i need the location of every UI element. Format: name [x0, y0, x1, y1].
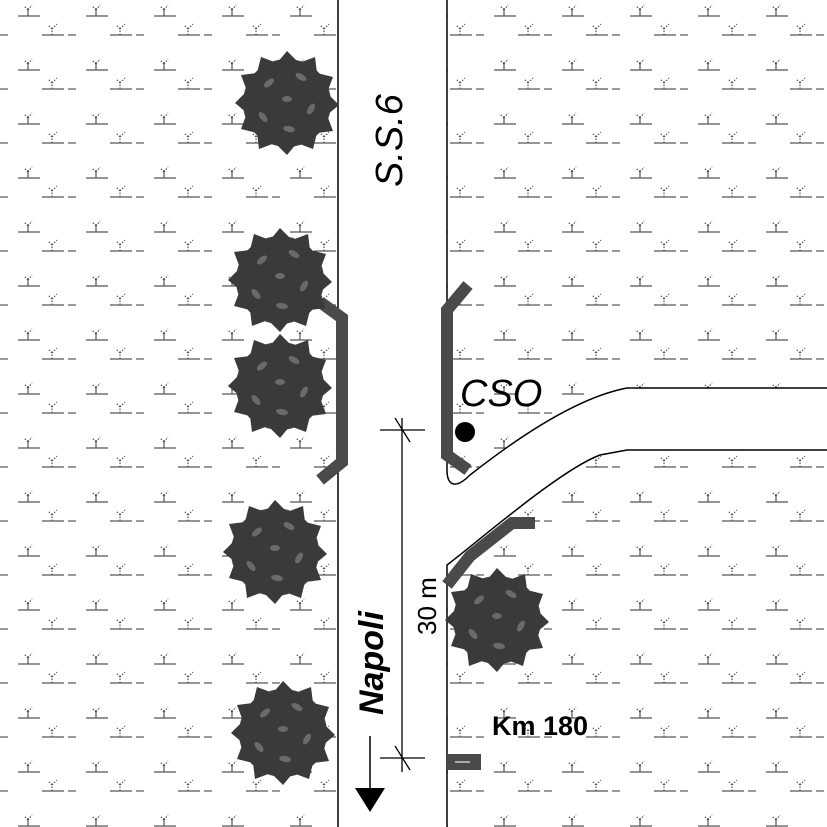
station-label: CSO [460, 373, 542, 415]
guardrail-left [316, 297, 348, 485]
road-name-label: S.S.6 [369, 93, 411, 187]
direction-label: Napoli [353, 610, 391, 715]
road-surface [338, 0, 827, 827]
station-marker-icon [455, 422, 475, 442]
kilometer-label: Km 180 [492, 711, 588, 741]
distance-label: 30 m [412, 577, 442, 635]
dimension-line [380, 417, 425, 772]
guardrails [316, 281, 535, 589]
direction-arrow-icon [355, 736, 385, 812]
guardrail-right-upper [441, 281, 473, 475]
guardrail-right-lower [442, 517, 535, 589]
